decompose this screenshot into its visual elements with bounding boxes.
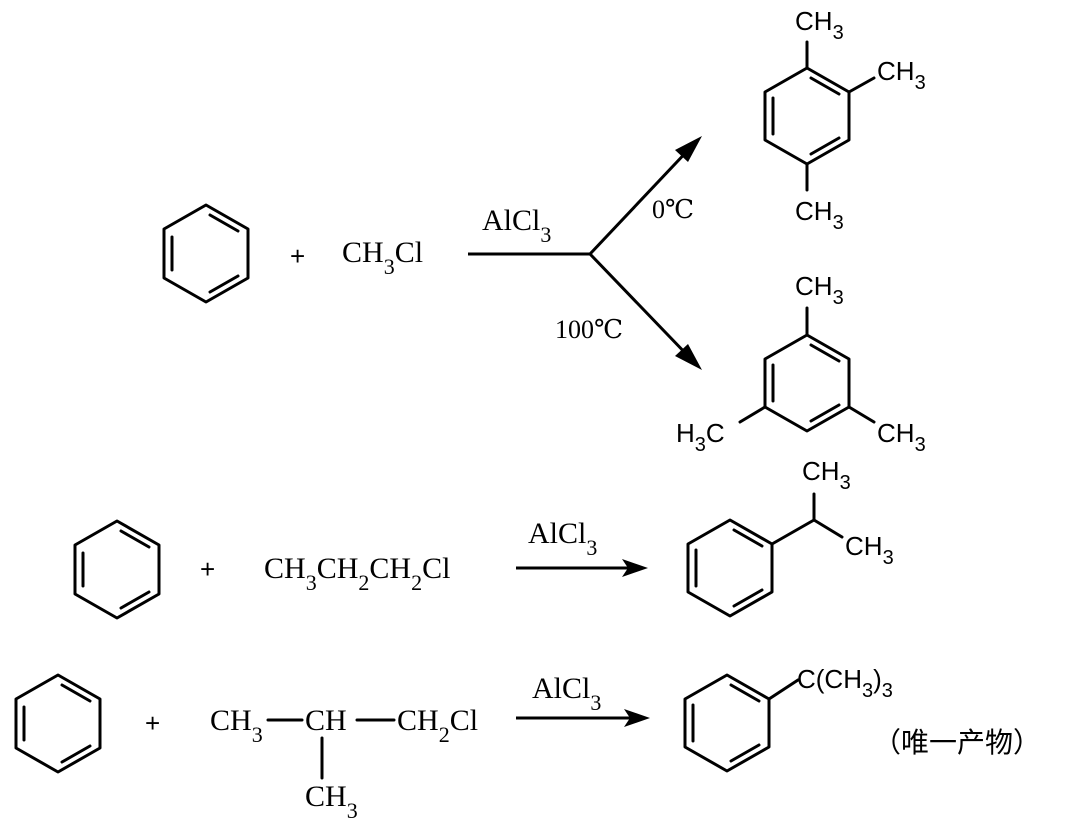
methyl-label: CH3: [795, 6, 844, 44]
plus-sign-3: +: [145, 708, 160, 738]
plus-sign-1: +: [290, 241, 305, 271]
product-tert-butylbenzene: [683, 673, 800, 773]
reaction-3: + CH3 CH CH2Cl CH3 AlCl3 C(CH3)3 （唯一产物）: [14, 664, 1041, 823]
methyl-label: CH3: [845, 531, 894, 569]
only-product-note: （唯一产物）: [873, 727, 1041, 758]
ch2cl-group: CH2Cl: [397, 704, 478, 747]
catalyst-alcl3-1: AlCl3: [482, 204, 551, 247]
benzene-ring-2: [73, 519, 161, 620]
methyl-label: CH3: [877, 418, 926, 456]
condition-100c: 100℃: [555, 315, 623, 344]
methyl-label: CH3: [877, 56, 926, 94]
reagent-ch3cl: CH3Cl: [342, 236, 423, 279]
methyl-label: H3C: [676, 418, 725, 456]
plus-sign-2: +: [200, 554, 215, 584]
catalyst-alcl3-2: AlCl3: [528, 517, 597, 560]
methyl-label: CH3: [795, 271, 844, 309]
product-cumene: [686, 492, 844, 618]
tert-butyl-label: C(CH3)3: [797, 664, 893, 702]
branch-ch3-group: CH3: [305, 780, 358, 823]
reaction-arrow-2: [516, 559, 648, 577]
catalyst-alcl3-3: AlCl3: [532, 672, 601, 715]
ch-group: CH: [305, 704, 347, 737]
benzene-ring-3: [14, 673, 102, 774]
reagent-isobutyl-chloride: CH3 CH CH2Cl CH3: [210, 704, 478, 823]
methyl-label: CH3: [802, 456, 851, 494]
methyl-label: CH3: [795, 196, 844, 234]
reaction-1: + CH3Cl AlCl3 0℃ 100℃ CH3 CH3 CH3: [162, 6, 926, 456]
reagent-propyl-chloride: CH3CH2CH2Cl: [264, 552, 450, 595]
ch3-group: CH3: [210, 704, 263, 747]
product-trimethylbenzene-135: [738, 306, 876, 433]
branched-arrow: [468, 136, 702, 370]
product-trimethylbenzene-124: [763, 40, 876, 192]
reaction-2: + CH3CH2CH2Cl AlCl3 CH3 CH3: [73, 456, 894, 620]
condition-0c: 0℃: [652, 195, 694, 224]
reaction-arrow-3: [516, 709, 650, 727]
benzene-ring-1: [162, 203, 250, 304]
